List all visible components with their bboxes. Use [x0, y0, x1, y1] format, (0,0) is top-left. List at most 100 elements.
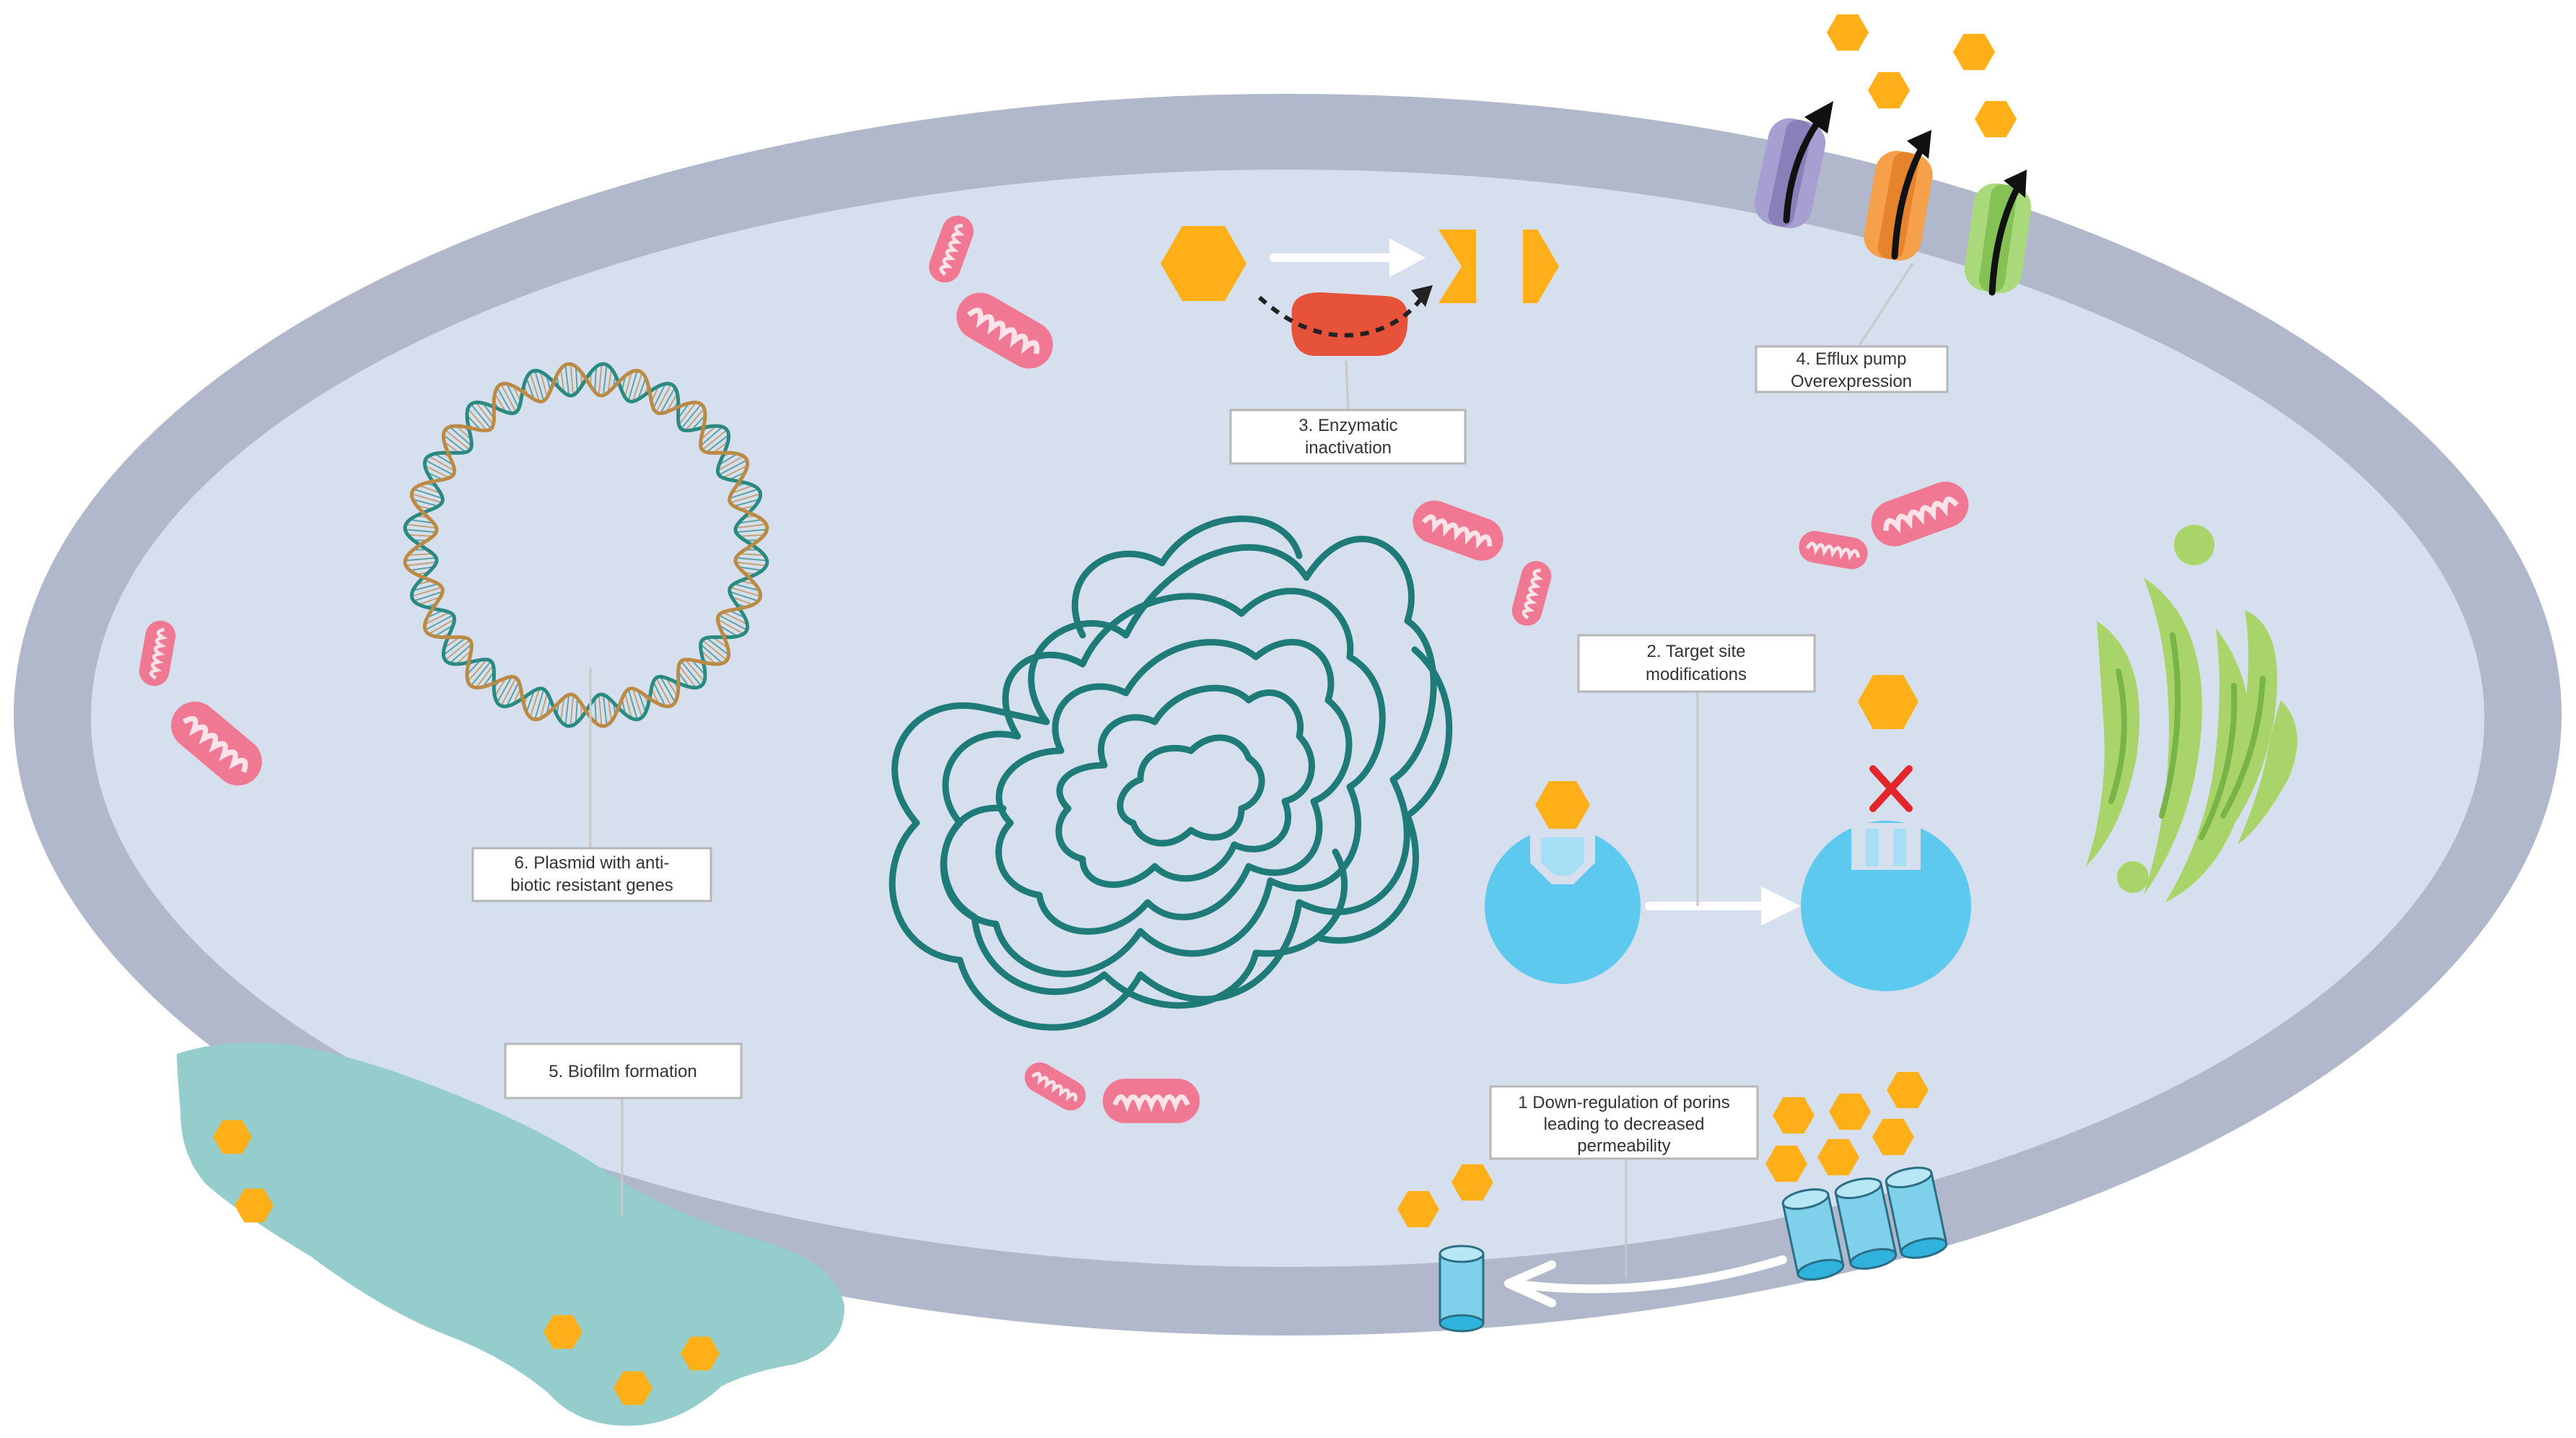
antibiotic-hexagon-icon — [1523, 230, 1559, 303]
biofilm — [177, 1042, 844, 1426]
plasmid-rung — [607, 368, 613, 393]
mitochondrion-icon — [1871, 481, 1969, 546]
plasmid-rung — [735, 557, 767, 562]
plasmid-rung — [706, 637, 730, 656]
plasmid-rung — [718, 614, 748, 631]
label-efflux-line-1: 4. Efflux pump — [1796, 349, 1907, 369]
plasmid-rung — [652, 681, 666, 707]
antibiotic-hexagon-icon — [1827, 14, 1869, 51]
label-biofilm: 5. Biofilm formation — [549, 1062, 697, 1081]
plasmid-rung — [717, 455, 744, 471]
plasmid-rung — [677, 671, 690, 688]
plasmid-rung — [475, 665, 494, 689]
golgi-icon — [2086, 525, 2297, 902]
plasmid-rung — [702, 429, 728, 451]
plasmid-rung — [529, 688, 541, 718]
antibiotic-hexagon-icon — [1535, 781, 1590, 829]
plasmid-rung — [494, 393, 507, 413]
plasmid-rung — [652, 383, 666, 409]
label-box-efflux — [1755, 345, 1949, 393]
plasmid-rung — [412, 498, 439, 507]
plasmid-rung — [482, 671, 495, 688]
antibiotic-hexagon-icon — [1161, 226, 1246, 301]
label-target-site-line-1: 2. Target site — [1647, 642, 1746, 661]
labels: 3. Enzymatic inactivation 4. Efflux pump… — [510, 349, 1912, 1156]
plasmid-rung — [529, 372, 541, 402]
plasmid-rung — [467, 659, 488, 682]
label-box-plasmid — [471, 847, 712, 902]
plasmid-rung — [677, 402, 690, 419]
antibiotic-hexagon-icon — [1887, 1071, 1929, 1109]
plasmid-rung — [405, 557, 437, 562]
efflux-pumps — [1754, 101, 2032, 296]
plasmid-rung — [559, 368, 565, 393]
label-box-target-site — [1577, 634, 1816, 693]
plasmid-rung — [482, 402, 495, 419]
plasmid-rung — [717, 619, 744, 635]
porin-channel-icon — [1781, 1188, 1845, 1281]
label-box-biofilm — [504, 1042, 743, 1099]
label-boxes — [471, 345, 1949, 1160]
plasmid-rung — [564, 365, 570, 396]
label-enzymatic-line-1: 3. Enzymatic — [1298, 416, 1397, 435]
plasmid-rung — [434, 453, 454, 466]
antibiotic-hexagon-icon — [1953, 33, 1995, 71]
plasmid-rung — [419, 484, 441, 494]
plasmid-rung — [409, 566, 434, 572]
plasmid-rung — [575, 366, 578, 392]
plasmid-strand — [403, 362, 769, 728]
plasmid-rung — [559, 697, 565, 722]
plasmid-rung — [409, 518, 434, 524]
plasmid-rung — [455, 650, 472, 665]
plasmid-rung — [506, 681, 520, 707]
antibiotic-hexagon-icon — [1451, 1164, 1493, 1201]
label-target-site-line-2: modifications — [1646, 665, 1747, 684]
plasmid-rung — [598, 694, 603, 726]
plasmid-rung — [467, 408, 488, 431]
plasmid-rung — [598, 364, 603, 396]
plasmid-rung — [569, 364, 575, 396]
plasmid-rung — [424, 611, 450, 625]
plasmid-rung — [722, 465, 748, 479]
plasmid-rung — [525, 378, 535, 400]
plasmid-rung — [655, 383, 672, 413]
plasmid-rung — [660, 387, 676, 414]
plasmid-rung — [575, 698, 578, 724]
plasmid-rung — [424, 459, 454, 476]
antibiotic-hexagon-icon — [1773, 1097, 1815, 1134]
label-plasmid-line-2: biotic resistant genes — [510, 876, 673, 895]
enzymatic-inactivation — [1161, 226, 1559, 356]
plasmid-rung — [405, 528, 437, 533]
antibiotic-hexagon-icon — [1858, 675, 1918, 729]
label-porins-line-1: 1 Down-regulation of porins — [1518, 1093, 1730, 1112]
antibiotic-hexagon-icon — [235, 1188, 274, 1223]
plasmid-rung — [443, 636, 460, 649]
plasmid-rung — [712, 441, 729, 454]
plasmid-rung — [700, 425, 717, 440]
plasmid-rung — [632, 372, 643, 402]
plasmid-rung — [655, 677, 672, 707]
plasmid-rung — [730, 586, 761, 597]
plasmid-rung — [700, 643, 723, 664]
plasmid-rung — [700, 650, 717, 665]
plasmid-rung — [539, 371, 549, 398]
cytoplasm — [91, 170, 2484, 1267]
plasmid-rung — [735, 528, 767, 533]
plasmid-rung — [706, 434, 730, 453]
porins — [1397, 1071, 1948, 1333]
target-protein-icon — [1485, 827, 1641, 984]
plasmid-rung — [428, 455, 455, 471]
plasmid-rung — [684, 659, 705, 682]
plasmid-rung — [733, 498, 760, 507]
antibiotic-hexagon-icon — [1765, 1145, 1807, 1182]
plasmid-rung — [445, 639, 471, 661]
plasmid-rung — [733, 583, 760, 592]
plasmid-rung — [424, 614, 454, 631]
expelled-antibiotics — [1827, 14, 2017, 138]
plasmid-rung — [414, 591, 443, 602]
plasmid-rung — [428, 619, 455, 635]
antibiotic-hexagon-icon — [1829, 1093, 1871, 1130]
plasmid-rung — [602, 694, 608, 725]
plasmid-rung — [466, 414, 481, 431]
